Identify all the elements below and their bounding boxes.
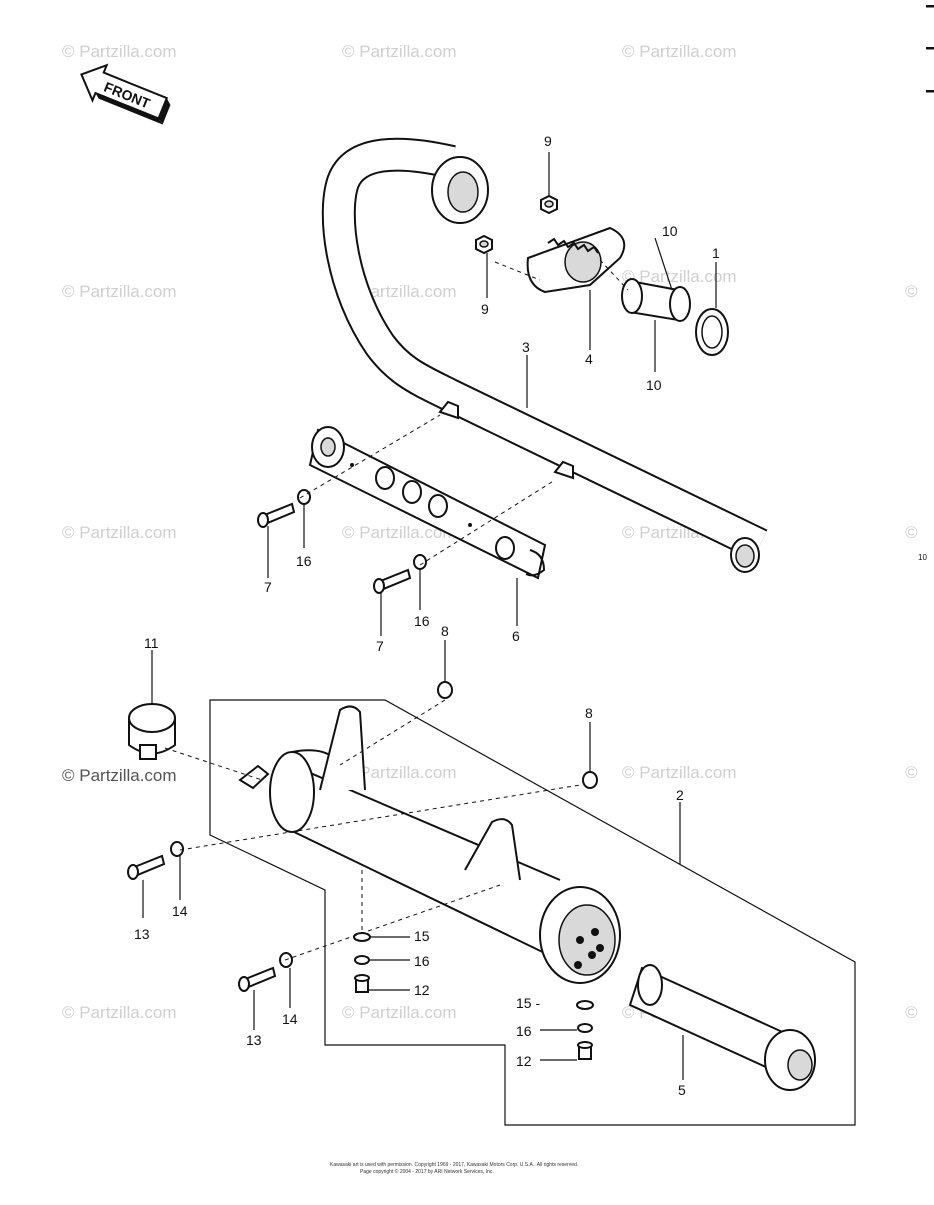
watermark-text: © Partzilla.com <box>342 42 457 61</box>
front-arrow: FRONT <box>80 63 171 125</box>
callout-12: 12 <box>516 1053 532 1069</box>
callout-4: 4 <box>585 351 593 367</box>
exhaust-pipe <box>321 137 768 573</box>
lower-bolts <box>127 841 293 992</box>
callout-3: 3 <box>522 339 530 355</box>
watermark-text: © Partzilla.com <box>622 42 737 61</box>
callout-16: 16 <box>516 1023 532 1039</box>
watermark-text: © Partzilla.com <box>622 267 737 286</box>
heat-guard <box>308 426 547 580</box>
callout-16: 16 <box>414 953 430 969</box>
callout-16: 16 <box>414 613 430 629</box>
watermark-text-dark: © Partzilla.com <box>62 766 177 785</box>
callout-8: 8 <box>441 623 449 639</box>
watermark-text: © Partzilla.com <box>62 523 177 542</box>
muffler-assembly <box>209 699 856 1126</box>
alignment-lines <box>164 259 629 961</box>
callout-14: 14 <box>282 1011 298 1027</box>
footer-copyright-line2: Page copyright © 2004 - 2017 by ARI Netw… <box>360 1168 494 1175</box>
collars-8 <box>437 681 598 789</box>
callout-13: 13 <box>246 1032 262 1048</box>
watermark-text: © <box>905 763 918 782</box>
callout-5: 5 <box>678 1082 686 1098</box>
callout-11: 11 <box>144 635 159 651</box>
callout-14: 14 <box>172 903 188 919</box>
callout-10: 10 <box>646 377 662 393</box>
watermark-text: © <box>905 282 918 301</box>
watermark-text: © Partzilla.com <box>62 1003 177 1022</box>
callout-7: 7 <box>376 638 384 654</box>
callout-7: 7 <box>264 579 272 595</box>
callout-12: 12 <box>414 982 430 998</box>
callout-9: 9 <box>481 301 489 317</box>
watermark-text: © Partzilla.com <box>622 763 737 782</box>
watermark-text: © Partzilla.com <box>342 763 457 782</box>
clamp <box>128 703 176 760</box>
exhaust-flange <box>526 226 626 294</box>
watermark-text: © <box>905 523 918 542</box>
footer-copyright-line1: Kawasaki art is used with permission. Co… <box>330 1162 578 1168</box>
tail-pipe <box>628 964 816 1091</box>
corner-marks <box>926 5 934 93</box>
callout-10: 10 <box>662 223 678 239</box>
watermark-text: © Partzilla.com <box>342 523 457 542</box>
callout-15: 15 <box>414 928 430 944</box>
callout-8: 8 <box>585 705 593 721</box>
callout-16: 16 <box>296 553 312 569</box>
upper-bolts <box>257 489 427 594</box>
callout-15: 15 - <box>516 995 540 1011</box>
collar-and-gasket <box>621 278 729 356</box>
callout-6: 6 <box>512 628 520 644</box>
callout-2: 2 <box>676 787 684 803</box>
watermark-text: © <box>905 1003 918 1022</box>
nuts-9 <box>475 194 558 255</box>
callout-numbers: 9 9 4 10 10 1 3 6 7 16 7 16 8 11 8 2 13 … <box>134 133 720 1098</box>
leader-lines <box>142 152 717 1080</box>
watermark-text: © Partzilla.com <box>62 282 177 301</box>
watermark-text: © Partzilla.com <box>62 42 177 61</box>
callout-9: 9 <box>544 133 552 149</box>
watermark-text: © Partzilla.com <box>342 1003 457 1022</box>
callout-13: 13 <box>134 926 150 942</box>
callout-1: 1 <box>712 245 720 261</box>
page-code: 10 <box>918 553 927 562</box>
